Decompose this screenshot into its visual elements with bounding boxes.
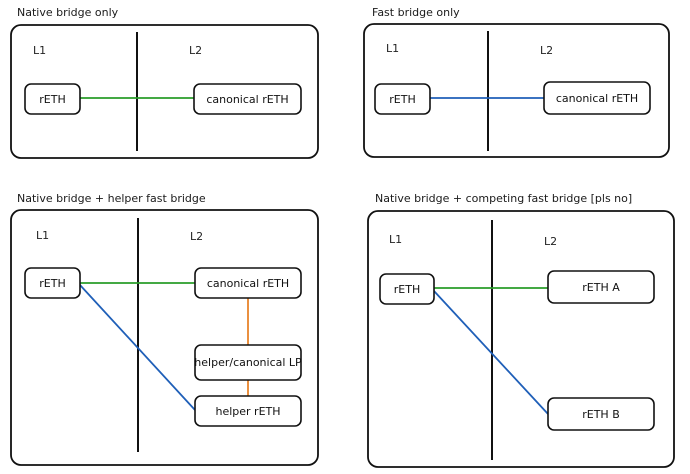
node-box bbox=[193, 83, 302, 115]
node-label: canonical rETH bbox=[206, 93, 288, 106]
fast-bridge-link bbox=[79, 284, 196, 411]
l1-label: L1 bbox=[36, 229, 49, 242]
node-box bbox=[194, 395, 302, 427]
panel-native-only: Native bridge only L1 L2 rETH canonical … bbox=[10, 6, 319, 159]
node-label: helper rETH bbox=[215, 405, 280, 418]
node-box bbox=[194, 267, 302, 299]
l1-label: L1 bbox=[386, 42, 399, 55]
node-label: rETH A bbox=[582, 281, 620, 294]
node-box bbox=[547, 270, 655, 304]
node-label: canonical rETH bbox=[207, 277, 289, 290]
l2-label: L2 bbox=[540, 44, 553, 57]
node-l2-canonical-reth: canonical rETH bbox=[193, 83, 302, 115]
node-box bbox=[543, 81, 651, 115]
node-box bbox=[374, 83, 431, 115]
node-l2-helper-lp: helper/canonical LP bbox=[194, 344, 302, 381]
node-label: helper/canonical LP bbox=[194, 356, 302, 369]
node-box bbox=[24, 83, 81, 115]
panel-fast-only: Fast bridge only L1 L2 rETH canonical rE… bbox=[363, 6, 670, 158]
node-label: canonical rETH bbox=[556, 92, 638, 105]
node-l1-reth: rETH bbox=[24, 267, 81, 299]
l2-label: L2 bbox=[544, 235, 557, 248]
panel-title: Native bridge + competing fast bridge [p… bbox=[375, 192, 632, 205]
node-l1-reth: rETH bbox=[374, 83, 431, 115]
panel-native-competing: Native bridge + competing fast bridge [p… bbox=[367, 192, 675, 468]
node-label: rETH bbox=[389, 93, 415, 106]
panel-frame bbox=[363, 23, 670, 158]
node-l2-reth-b: rETH B bbox=[547, 397, 655, 431]
node-box bbox=[547, 397, 655, 431]
node-l2-reth-a: rETH A bbox=[547, 270, 655, 304]
node-l2-helper-reth: helper rETH bbox=[194, 395, 302, 427]
node-l2-canonical-reth: canonical rETH bbox=[543, 81, 651, 115]
l1-label: L1 bbox=[33, 44, 46, 57]
panel-title: Native bridge + helper fast bridge bbox=[17, 192, 206, 205]
panel-frame bbox=[10, 24, 319, 159]
node-l1-reth: rETH bbox=[379, 273, 435, 305]
fast-bridge-link bbox=[433, 290, 549, 415]
panel-native-helper: Native bridge + helper fast bridge L1 L2… bbox=[10, 192, 319, 466]
node-label: rETH bbox=[39, 277, 65, 290]
node-box bbox=[379, 273, 435, 305]
node-label: rETH bbox=[39, 93, 65, 106]
node-l1-reth: rETH bbox=[24, 83, 81, 115]
panel-title: Native bridge only bbox=[17, 6, 119, 19]
node-box bbox=[194, 344, 302, 381]
node-label: rETH B bbox=[582, 408, 620, 421]
l2-label: L2 bbox=[189, 44, 202, 57]
node-l2-canonical-reth: canonical rETH bbox=[194, 267, 302, 299]
node-label: rETH bbox=[394, 283, 420, 296]
panel-title: Fast bridge only bbox=[372, 6, 460, 19]
l2-label: L2 bbox=[190, 230, 203, 243]
l1-label: L1 bbox=[389, 233, 402, 246]
node-box bbox=[24, 267, 81, 299]
